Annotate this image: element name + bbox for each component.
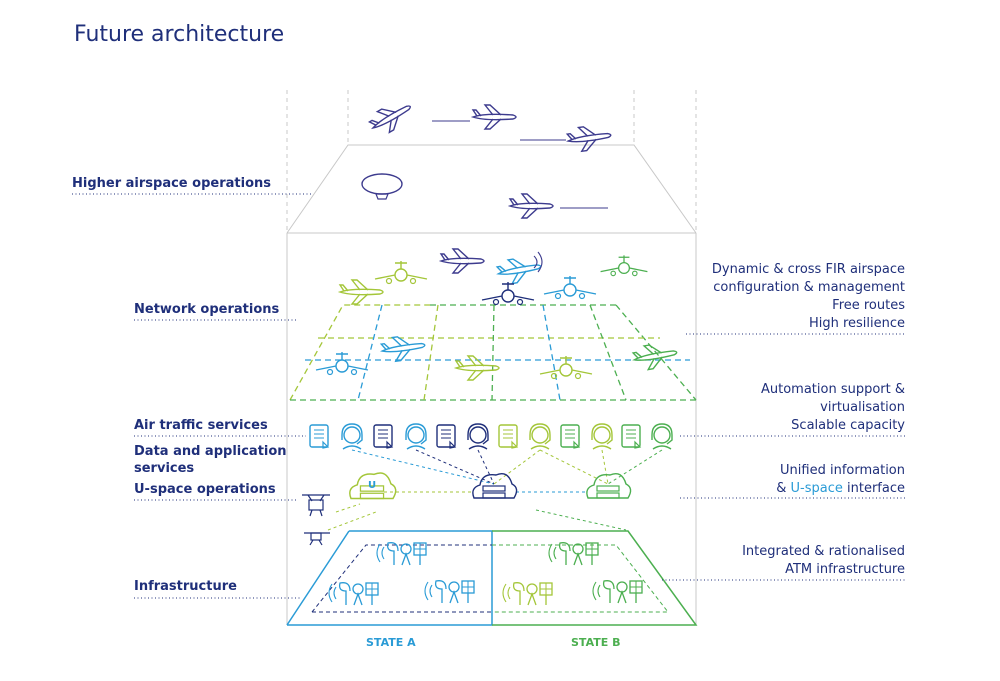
label-data-application-2: services [134, 461, 195, 476]
integrated-line-1: Integrated & rationalised [742, 544, 905, 559]
network-aircraft [315, 248, 680, 381]
higher-airspace-frame [286, 90, 697, 625]
higher-airspace-aircraft [361, 95, 614, 219]
data-links [327, 449, 663, 531]
unified-interface: interface [842, 481, 905, 496]
automation-line-1: Automation support & [760, 382, 905, 397]
infrastructure-frame [286, 509, 698, 626]
state-a-label: STATE A [366, 636, 416, 649]
label-uspace-operations: U-space operations [134, 482, 276, 497]
unified-line-1: Unified information [780, 463, 905, 478]
cloud-servers: U [349, 472, 632, 500]
label-higher-airspace: Higher airspace operations [72, 176, 271, 191]
radar-stations [328, 542, 643, 606]
dynamic-line-2: configuration & management [713, 280, 905, 295]
unified-amp: & [776, 481, 791, 496]
dynamic-line-3: Free routes [832, 298, 905, 313]
label-integrated-infrastructure: Integrated & rationalised ATM infrastruc… [742, 543, 905, 579]
automation-line-3: Scalable capacity [791, 418, 905, 433]
state-b-label: STATE B [571, 636, 621, 649]
label-network-operations: Network operations [134, 302, 280, 317]
label-data-application-1: Data and application [134, 444, 287, 459]
label-infrastructure: Infrastructure [134, 579, 237, 594]
svg-text:U: U [368, 480, 376, 491]
network-grid [289, 304, 697, 401]
dynamic-line-4: High resilience [808, 316, 905, 331]
page-title: Future architecture [74, 22, 285, 47]
label-unified-information: Unified information & U-space interface [776, 462, 905, 498]
dynamic-line-1: Dynamic & cross FIR airspace [711, 262, 905, 277]
automation-line-2: virtualisation [820, 400, 905, 415]
uspace-highlight: U-space [790, 481, 843, 496]
ats-row [309, 423, 673, 450]
unified-line-2: & U-space interface [776, 480, 905, 498]
drones [302, 494, 330, 546]
label-air-traffic-services: Air traffic services [134, 418, 268, 433]
leader-lines [72, 193, 906, 599]
label-automation: Automation support & virtualisation Scal… [761, 381, 905, 435]
integrated-line-2: ATM infrastructure [785, 562, 905, 577]
label-dynamic-airspace: Dynamic & cross FIR airspace configurati… [712, 261, 905, 333]
